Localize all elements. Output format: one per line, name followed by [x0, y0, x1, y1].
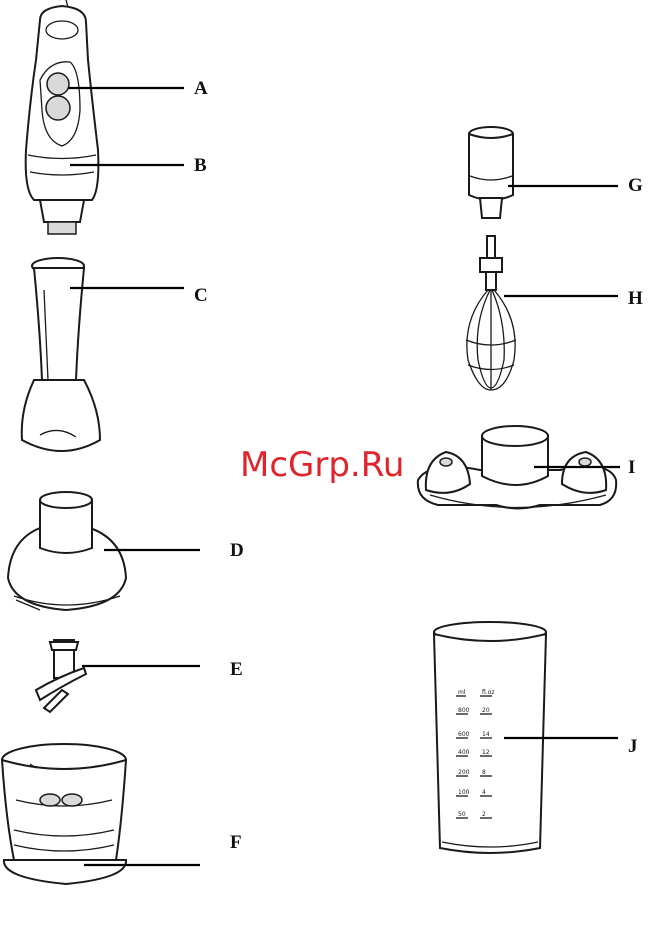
scale-right-2: 14: [482, 731, 490, 738]
label-h: H: [628, 288, 643, 309]
scale-right-6: 2: [482, 811, 486, 818]
label-g: G: [628, 175, 643, 196]
chopper-blade: [36, 640, 86, 712]
whisk: [466, 236, 516, 390]
watermark: McGrp.Ru: [240, 445, 404, 485]
scale-left-3: 400: [458, 749, 470, 756]
label-b: B: [194, 155, 207, 176]
scale-right-4: 8: [482, 769, 486, 776]
scale-left-1: 800: [458, 707, 470, 714]
scale-left-0: ml: [458, 689, 466, 696]
scale-left-2: 600: [458, 731, 470, 738]
label-a: A: [194, 78, 208, 99]
label-d: D: [230, 540, 244, 561]
label-i: I: [628, 457, 635, 478]
chopper-bowl: [2, 744, 126, 884]
scale-right-0: fl.oz: [482, 689, 495, 696]
label-e: E: [230, 659, 243, 680]
scale-left-5: 100: [458, 789, 470, 796]
scale-right-1: 20: [482, 707, 490, 714]
label-j: J: [628, 736, 638, 757]
scale-right-3: 12: [482, 749, 490, 756]
scale-right-5: 4: [482, 789, 486, 796]
label-c: C: [194, 285, 208, 306]
whisk-adapter: [469, 127, 513, 218]
label-f: F: [230, 832, 242, 853]
scale-left-6: 50: [458, 811, 466, 818]
motor-unit: [26, 0, 99, 234]
scale-left-4: 200: [458, 769, 470, 776]
